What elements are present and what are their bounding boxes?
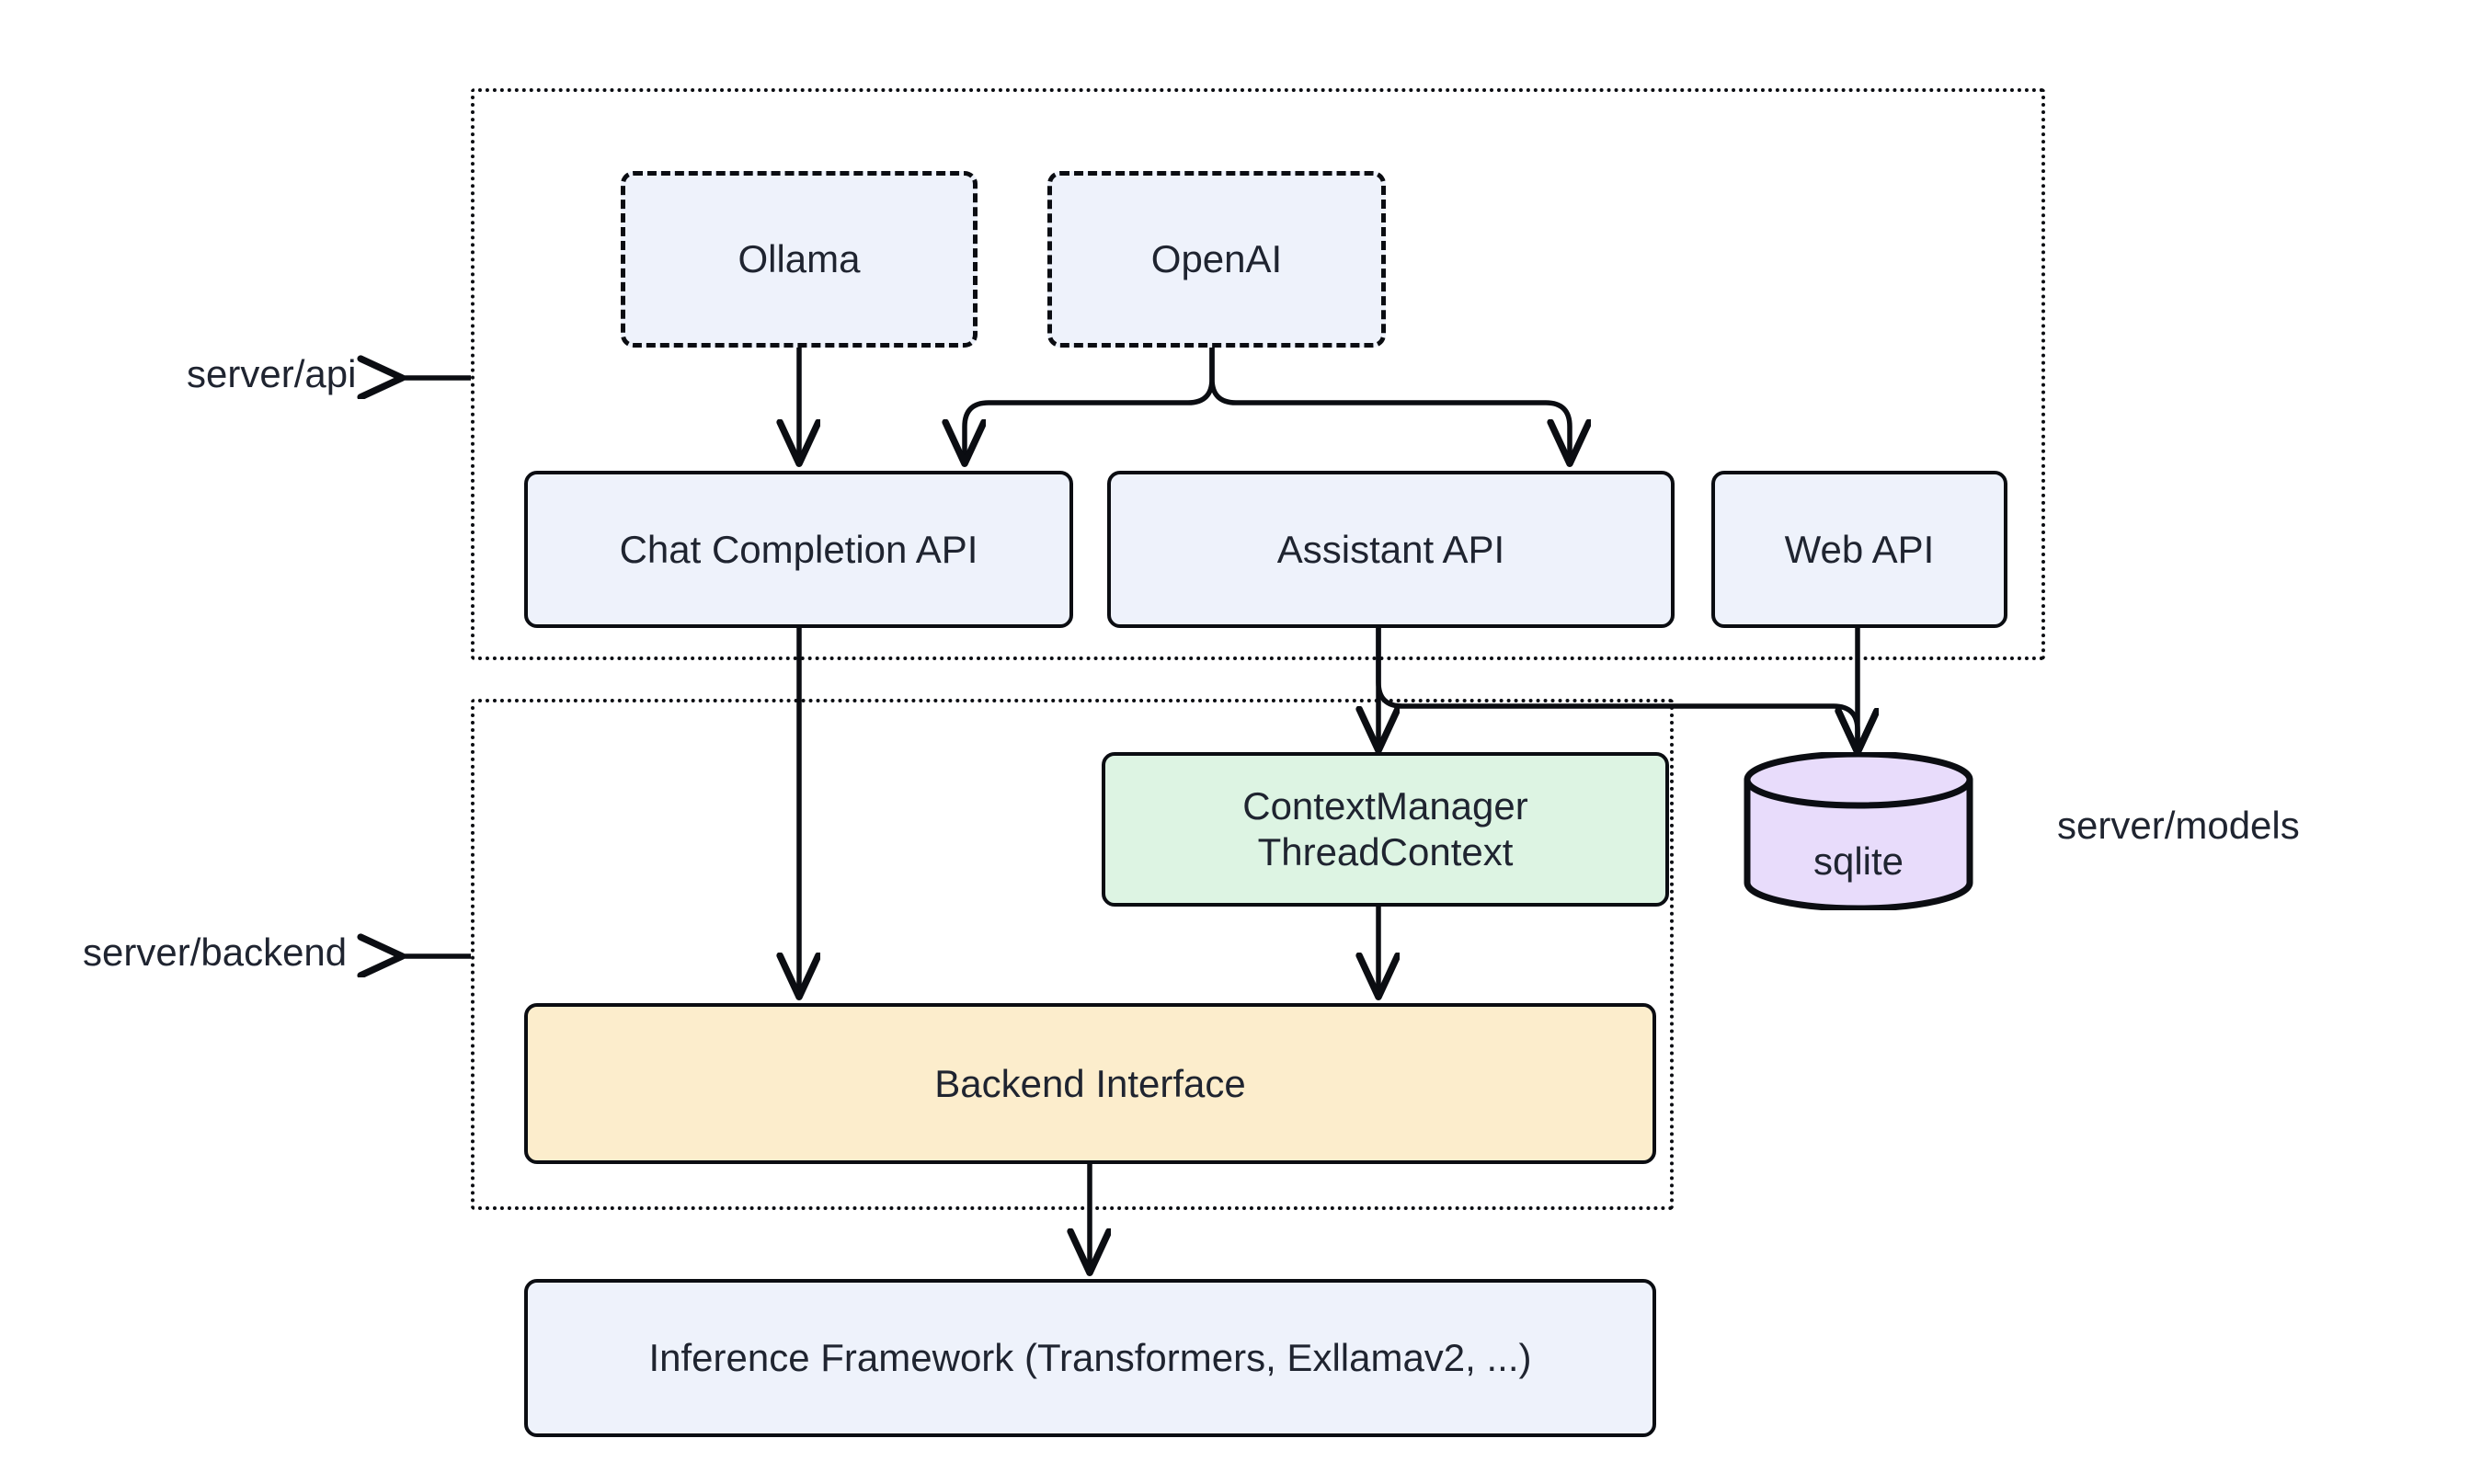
node-ollama-label: Ollama (738, 237, 861, 281)
node-sqlite[interactable]: sqlite (1744, 750, 1973, 912)
node-web-api-label: Web API (1784, 527, 1935, 571)
node-inference-framework[interactable]: Inference Framework (Transformers, Exlla… (524, 1279, 1656, 1437)
node-ollama[interactable]: Ollama (621, 171, 978, 348)
node-assistant-api[interactable]: Assistant API (1107, 471, 1675, 628)
node-inference-framework-label: Inference Framework (Transformers, Exlla… (648, 1336, 1532, 1380)
node-chat-completion-api-label: Chat Completion API (619, 527, 978, 571)
node-openai-label: OpenAI (1150, 237, 1283, 281)
node-contextmanager-threadcontext-label: ContextManager ThreadContext (1242, 784, 1528, 873)
node-assistant-api-label: Assistant API (1276, 527, 1505, 571)
group-server-api (471, 88, 2045, 660)
sqlite-cylinder-shape (1744, 750, 1973, 912)
node-openai[interactable]: OpenAI (1047, 171, 1386, 348)
node-backend-interface[interactable]: Backend Interface (524, 1003, 1656, 1164)
node-backend-interface-label: Backend Interface (934, 1061, 1246, 1105)
group-server-backend (471, 699, 1674, 1210)
node-chat-completion-api[interactable]: Chat Completion API (524, 471, 1073, 628)
node-contextmanager-threadcontext[interactable]: ContextManager ThreadContext (1102, 752, 1669, 907)
node-web-api[interactable]: Web API (1711, 471, 2007, 628)
label-server-backend: server/backend (83, 930, 348, 974)
label-server-api: server/api (187, 352, 357, 395)
label-server-models: server/models (2057, 804, 2300, 847)
